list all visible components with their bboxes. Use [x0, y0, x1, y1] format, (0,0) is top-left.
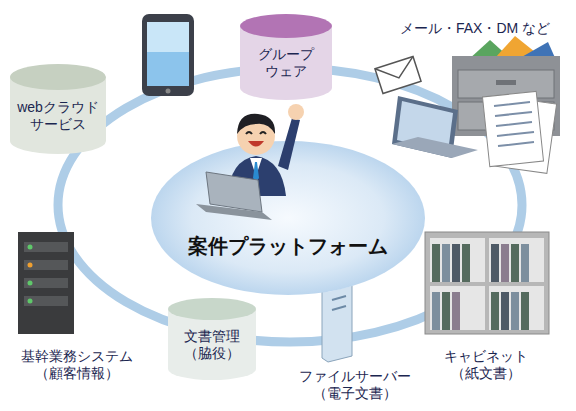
binder — [462, 244, 470, 282]
node-label: キャビネット — [444, 348, 528, 365]
cloud-cylinder: webクラウド サービス — [10, 64, 106, 154]
node-sublabel: （紙文書） — [451, 365, 521, 382]
node-label: webクラウド サービス — [10, 99, 106, 133]
cylinder-top — [240, 14, 332, 38]
tablet-button — [166, 89, 171, 94]
documents-icon — [482, 91, 556, 173]
binder — [511, 292, 519, 330]
platform-ellipse: 案件プラットフォーム — [150, 140, 426, 296]
businessman — [196, 104, 304, 220]
envelope-body — [375, 56, 421, 93]
shirt — [250, 158, 262, 176]
binder — [501, 244, 509, 282]
node-label: グループ ウェア — [240, 46, 332, 80]
binder — [491, 244, 499, 282]
drawer-handle — [496, 80, 516, 85]
tablet-icon — [142, 14, 194, 96]
text-area: webクラウド サービス — [10, 90, 106, 141]
rack-unit — [24, 278, 68, 288]
binder — [501, 292, 509, 330]
mouth — [248, 141, 264, 147]
ring-band — [58, 68, 522, 342]
server-slot — [332, 296, 346, 310]
platform-ellipse-fill — [151, 141, 425, 295]
node-label: 文書管理 — [184, 328, 240, 345]
text-area: ファイルサーバー（電子文書） — [283, 362, 427, 408]
rack-unit — [24, 296, 68, 306]
text-area: キャビネット（紙文書） — [420, 340, 552, 390]
node-sublabel: （顧客情報） — [35, 365, 119, 382]
cylinder-top — [168, 298, 256, 320]
head — [237, 117, 275, 155]
text-area: グループ ウェア — [240, 38, 332, 88]
node-label: 案件プラットフォーム — [188, 234, 388, 258]
tablet-screen — [147, 22, 189, 86]
mail-label-box: メール・FAX・DM など — [378, 16, 572, 40]
fist — [288, 104, 304, 120]
binder — [521, 244, 529, 282]
paper-sheet — [482, 91, 543, 166]
rack-body — [18, 232, 74, 334]
bookshelf-icon — [425, 232, 549, 334]
node-label: ファイルサーバー — [299, 368, 411, 385]
laptop-back — [206, 172, 262, 212]
text-area: メール・FAX・DM など — [378, 16, 572, 40]
shelf-slot — [430, 238, 485, 282]
tablet-body — [142, 14, 194, 96]
binder — [442, 244, 450, 282]
binder — [432, 244, 440, 282]
raised-arm — [278, 118, 300, 170]
shelf-frame — [425, 232, 549, 334]
laptop-icon — [392, 96, 478, 158]
text-area: 基幹業務システム（顧客情報） — [2, 340, 152, 390]
groupware-cylinder: グループ ウェア — [240, 14, 332, 100]
server-case — [322, 282, 352, 362]
status-led — [28, 281, 33, 286]
server-rack-icon — [18, 232, 74, 334]
shelf-slot — [489, 238, 544, 282]
hair — [237, 114, 275, 134]
binder — [442, 292, 450, 330]
status-led — [28, 245, 33, 250]
envelope-flap — [375, 56, 418, 84]
text-area: 文書管理（脇役） — [168, 320, 256, 369]
rack-unit — [24, 242, 68, 252]
core-system-label-box: 基幹業務システム（顧客情報） — [2, 340, 152, 390]
binder — [452, 244, 460, 282]
suit — [228, 156, 286, 196]
ellipse-shape — [150, 140, 426, 296]
eyes — [246, 132, 266, 134]
tie — [253, 162, 259, 182]
laptop-base — [196, 204, 272, 220]
cylinder-top — [10, 64, 106, 90]
document-cylinder: 文書管理（脇役） — [168, 298, 256, 380]
cabinet-label-box: キャビネット（紙文書） — [420, 340, 552, 390]
shelf-slot — [430, 286, 485, 330]
file-server-icon — [322, 282, 352, 362]
node-sublabel: （脇役） — [184, 345, 240, 362]
file-server-label-box: ファイルサーバー（電子文書） — [283, 362, 427, 408]
tablet-shine — [147, 22, 189, 52]
binder — [432, 292, 440, 330]
laptop-base — [392, 137, 478, 158]
binder — [452, 292, 460, 330]
rack-unit — [24, 260, 68, 270]
binder — [521, 292, 529, 330]
binder — [511, 244, 519, 282]
text-area: 案件プラットフォーム — [150, 224, 426, 268]
status-led — [28, 299, 33, 304]
status-led — [28, 263, 33, 268]
shelf-slot — [489, 286, 544, 330]
binder — [491, 292, 499, 330]
paper-lines — [494, 102, 534, 146]
node-sublabel: （電子文書） — [313, 385, 397, 402]
cabinet-drawer — [458, 70, 554, 98]
envelope-icon — [375, 56, 421, 93]
node-label: 基幹業務システム — [21, 348, 133, 365]
node-label: メール・FAX・DM など — [400, 20, 550, 37]
binders — [432, 244, 529, 330]
